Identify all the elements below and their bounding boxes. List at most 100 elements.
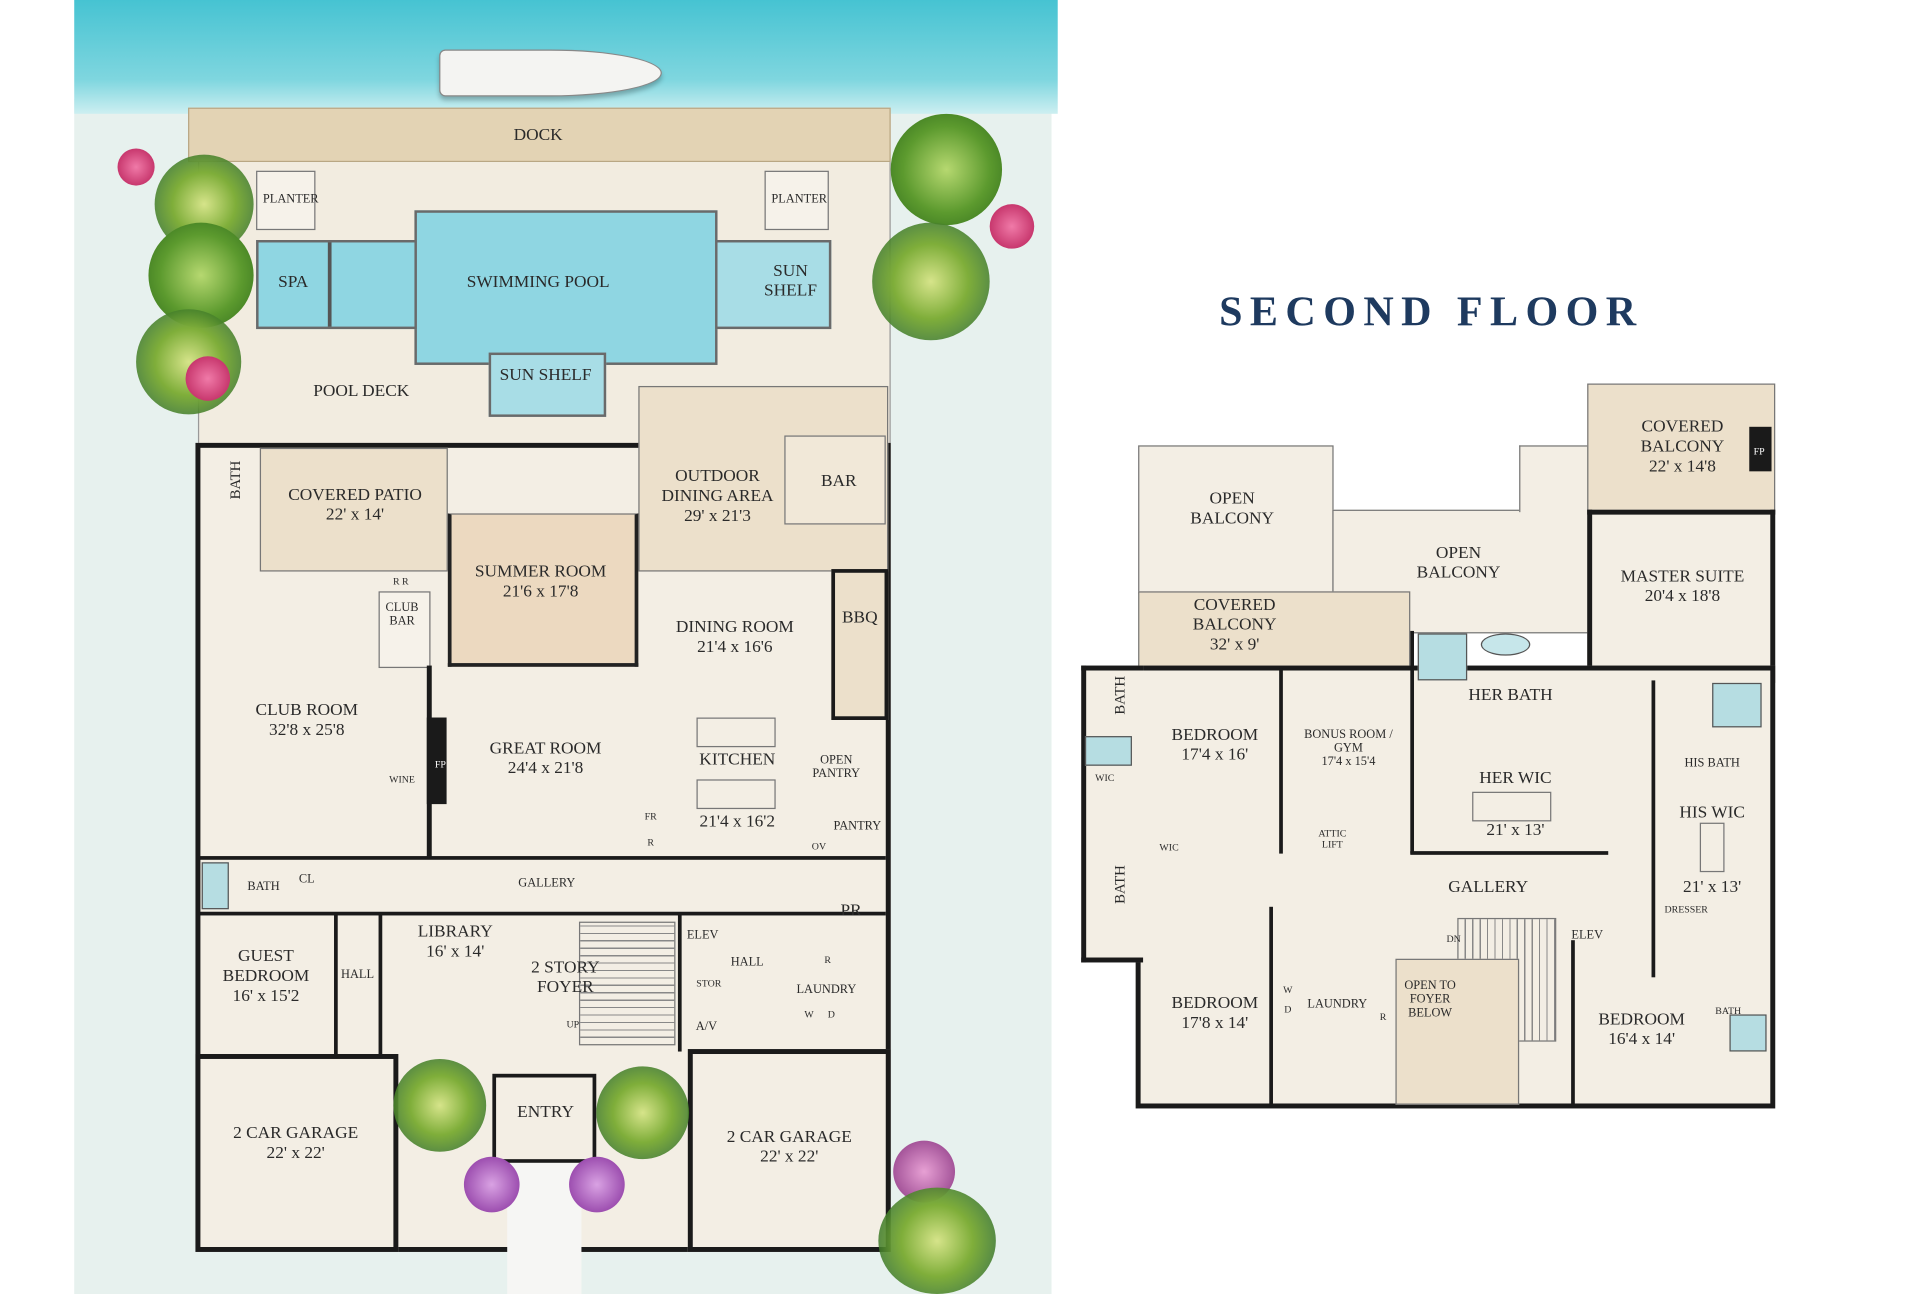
entry — [492, 1073, 597, 1163]
flower-icon — [989, 204, 1035, 249]
label-open-pantry: OPEN PANTRY — [812, 753, 861, 781]
label-club-bar: CLUB BAR — [385, 601, 419, 629]
label-gallery: GALLERY — [518, 876, 576, 891]
label-club-bar-r: R R — [392, 575, 409, 588]
wall-bedroom-3 — [1571, 940, 1575, 1108]
wall-her-wic — [1410, 851, 1609, 855]
flower-icon — [463, 1156, 520, 1213]
label-wic-2: WIC — [1159, 841, 1179, 853]
master-suite — [1587, 509, 1776, 683]
boat-icon — [439, 49, 662, 97]
wall-bonus — [1279, 668, 1283, 854]
left-bath-wing — [1081, 665, 1144, 963]
label-r-kitchen: R — [647, 836, 655, 849]
label-bath-guest: BATH — [247, 880, 280, 894]
label-laundry-upper: LAUNDRY — [1307, 997, 1368, 1012]
covered-patio — [259, 447, 448, 572]
label-washer-upper: W — [1283, 984, 1293, 996]
label-bedroom-3: BEDROOM 16'4 x 14' — [1598, 1010, 1685, 1050]
label-her-wic-size: 21' x 13' — [1486, 821, 1545, 840]
his-wic-island — [1699, 822, 1725, 873]
label-his-wic-size: 21' x 13' — [1683, 878, 1742, 897]
label-covered-patio: COVERED PATIO 22' x 14' — [288, 486, 422, 525]
covered-balcony — [1138, 591, 1411, 669]
label-bbq: BBQ — [841, 608, 878, 628]
label-av: A/V — [695, 1019, 718, 1034]
wall-his-wic — [1651, 680, 1656, 978]
label-foyer: 2 STORY FOYER — [531, 958, 600, 998]
label-summer-room: SUMMER ROOM 21'6 x 17'8 — [474, 562, 607, 602]
label-garage-right: 2 CAR GARAGE 22' x 22' — [726, 1128, 852, 1167]
flower-icon — [117, 148, 155, 186]
open-to-foyer — [1395, 958, 1520, 1105]
open-balcony-left — [1138, 445, 1334, 594]
label-fp: FP — [434, 758, 446, 771]
wall-bedroom-2 — [1269, 906, 1273, 1105]
label-her-wic: HER WIC — [1479, 769, 1552, 789]
gallery-wall-top — [197, 856, 886, 860]
label-his-bath: HIS BATH — [1684, 756, 1740, 771]
gallery-wall-bottom — [197, 911, 886, 916]
flower-icon — [569, 1156, 625, 1213]
label-master-suite: MASTER SUITE 20'4 x 18'8 — [1620, 567, 1745, 607]
fireplace — [1749, 426, 1772, 472]
label-sun-shelf-bottom: SUN SHELF — [499, 366, 592, 385]
label-bath-lower: BATH — [1110, 865, 1129, 904]
summer-room — [447, 513, 639, 667]
label-club-room: CLUB ROOM 32'8 x 25'8 — [255, 701, 359, 740]
sun-shelf-bottom — [488, 352, 607, 417]
label-planter-left: PLANTER — [262, 192, 319, 206]
label-bedroom-2: BEDROOM 17'8 x 14' — [1171, 994, 1259, 1033]
label-open-balcony-center: OPEN BALCONY — [1416, 544, 1501, 583]
shower-icon — [1417, 633, 1468, 681]
tree-icon — [890, 113, 1003, 226]
label-bar: BAR — [820, 472, 857, 492]
label-her-bath: HER BATH — [1468, 686, 1553, 706]
label-outdoor-dining: OUTDOOR DINING AREA 29' x 21'3 — [661, 467, 774, 526]
label-dryer-upper: D — [1284, 1003, 1292, 1016]
label-stor: STOR — [696, 977, 722, 990]
fireplace — [426, 717, 447, 805]
label-pr: PR — [840, 901, 862, 921]
label-covered-balcony: COVERED BALCONY 32' x 9' — [1192, 596, 1277, 655]
bbq-area — [831, 569, 889, 720]
garage-right — [687, 1049, 891, 1252]
label-pool-deck: POOL DECK — [313, 382, 410, 401]
garage-left — [195, 1054, 399, 1252]
kitchen-island — [696, 779, 776, 810]
label-dining-room: DINING ROOM 21'4 x 16'6 — [675, 618, 794, 657]
shower-icon — [1712, 682, 1762, 728]
label-sun-shelf-right: SUN SHELF — [764, 262, 817, 301]
covered-balcony-master — [1587, 383, 1776, 513]
label-elev-upper: ELEV — [1571, 928, 1604, 943]
palm-tree-icon — [872, 222, 990, 341]
kitchen-counter — [696, 717, 776, 748]
page-title: SECOND FLOOR — [1219, 289, 1644, 336]
label-ov: OV — [811, 840, 827, 852]
palm-tree-icon — [878, 1187, 996, 1294]
planter-right — [764, 170, 829, 231]
sun-shelf-right — [715, 239, 832, 330]
palm-tree-icon — [136, 309, 242, 415]
label-library: LIBRARY 16' x 14' — [417, 922, 493, 962]
label-r-laundry: R — [824, 954, 831, 966]
label-open-to-foyer: OPEN TO FOYER BELOW — [1404, 979, 1456, 1020]
wall-guest — [334, 912, 338, 1055]
label-spa: SPA — [278, 273, 309, 292]
shower-icon — [201, 862, 229, 910]
label-dn: DN — [1446, 933, 1461, 945]
label-great-room: GREAT ROOM 24'4 x 21'8 — [489, 739, 602, 779]
wall-library — [378, 912, 383, 1079]
label-cl: CL — [298, 872, 315, 887]
label-wic-1: WIC — [1095, 772, 1115, 784]
label-his-wic: HIS WIC — [1679, 804, 1745, 823]
swimming-pool — [414, 210, 718, 365]
bathtub-icon — [1480, 633, 1531, 656]
open-balcony-step — [1519, 445, 1589, 513]
shower-icon — [1729, 1014, 1767, 1052]
label-garage-left: 2 CAR GARAGE 22' x 22' — [233, 1124, 359, 1163]
label-bonus-room: BONUS ROOM / GYM 17'4 x 15'4 — [1304, 728, 1393, 769]
label-planter-right: PLANTER — [771, 192, 828, 206]
label-r-upper: R — [1379, 1011, 1387, 1023]
label-guest-bedroom: GUEST BEDROOM 16' x 15'2 — [222, 947, 310, 1006]
